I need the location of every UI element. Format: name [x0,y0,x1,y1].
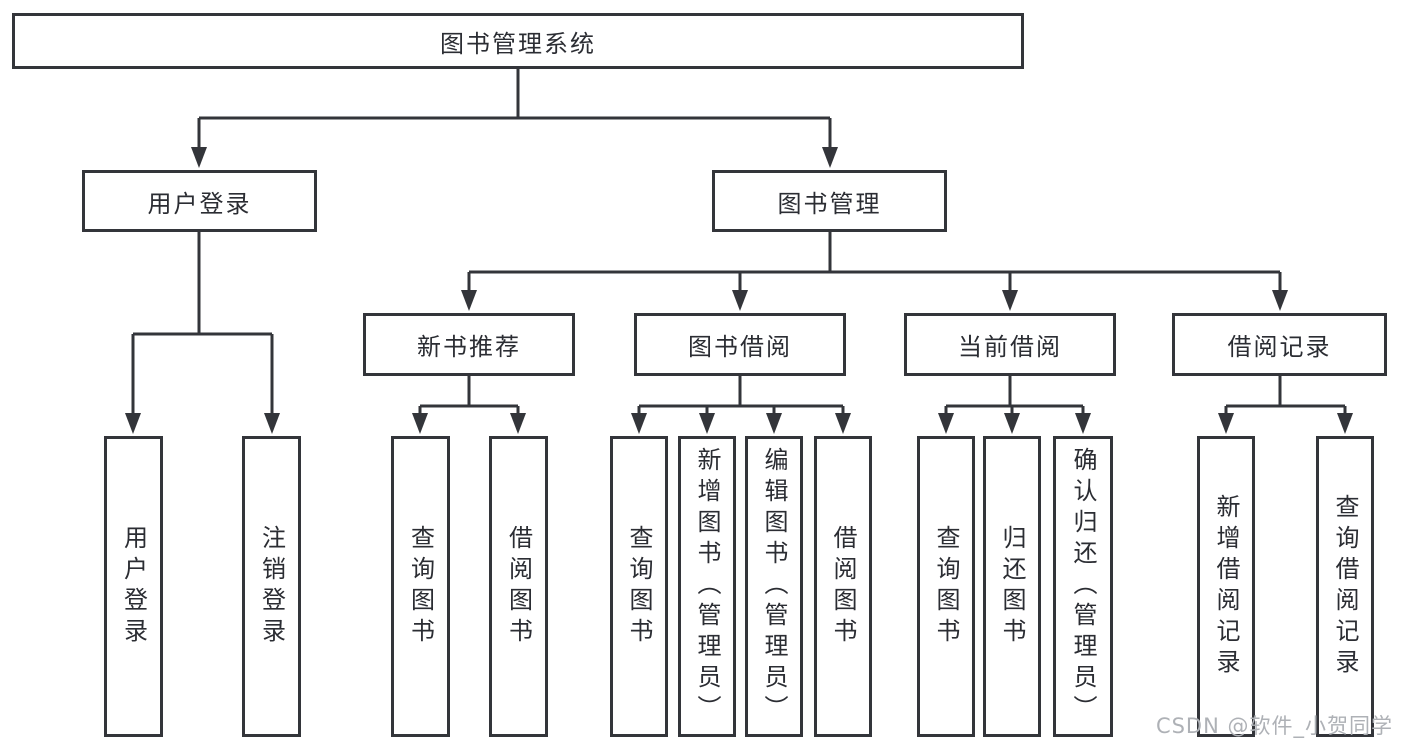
leaf-user-login: 用户登录 [104,436,163,737]
arrowhead [732,290,748,311]
arrowhead [1002,290,1018,311]
arrowhead [1218,413,1234,434]
leaf-logout: 注销登录 [242,436,301,737]
node-book-management: 图书管理 [712,170,947,232]
arrowhead [461,290,477,311]
leaf-query-books-borrow-label: 查询图书 [625,524,653,649]
leaf-query-books-current: 查询图书 [917,436,975,737]
leaf-user-login-label: 用户登录 [119,524,148,649]
arrowhead [1075,413,1091,434]
arrowhead [631,413,647,434]
node-book-borrow: 图书借阅 [634,313,846,376]
leaf-query-borrow-record: 查询借阅记录 [1316,436,1374,737]
arrowhead [264,413,280,434]
arrowhead [510,413,526,434]
leaf-borrow-books-recommend-label: 借阅图书 [504,524,533,649]
node-borrow-record: 借阅记录 [1172,313,1387,376]
node-root-library-system: 图书管理系统 [12,13,1024,69]
leaf-return-book: 归还图书 [983,436,1041,737]
leaf-borrow-books-recommend: 借阅图书 [489,436,548,737]
arrowhead [766,413,782,434]
leaf-edit-book-admin-label: 编辑图书（管理员） [760,447,788,726]
arrowhead [412,413,428,434]
leaf-query-books-recommend-label: 查询图书 [406,524,435,649]
leaf-query-books-recommend: 查询图书 [391,436,450,737]
leaf-query-borrow-record-label: 查询借阅记录 [1331,493,1359,680]
csdn-watermark: CSDN @软件_小贺同学 [1155,714,1393,738]
node-user-login: 用户登录 [82,170,317,232]
arrowhead [699,413,715,434]
arrowhead [835,413,851,434]
arrowhead [1272,290,1288,311]
node-new-book-recommend-label: 新书推荐 [417,333,521,361]
leaf-add-book-admin-label: 新增图书（管理员） [693,447,721,726]
leaf-add-borrow-record-label: 新增借阅记录 [1212,493,1240,680]
leaf-borrow-book: 借阅图书 [814,436,872,737]
arrowhead [938,413,954,434]
arrowhead [1004,413,1020,434]
node-book-borrow-label: 图书借阅 [688,333,792,361]
arrowhead [191,147,207,168]
leaf-return-book-label: 归还图书 [998,524,1026,649]
leaf-query-books-borrow: 查询图书 [610,436,668,737]
leaf-confirm-return-admin-label: 确认归还（管理员） [1069,447,1097,726]
arrowhead [125,413,141,434]
leaf-logout-label: 注销登录 [257,524,286,649]
arrowhead [1337,413,1353,434]
node-new-book-recommend: 新书推荐 [363,313,575,376]
node-borrow-record-label: 借阅记录 [1227,333,1332,361]
leaf-add-book-admin: 新增图书（管理员） [678,436,736,737]
leaf-borrow-book-label: 借阅图书 [829,524,857,649]
leaf-query-books-current-label: 查询图书 [932,524,960,649]
leaf-confirm-return-admin: 确认归还（管理员） [1053,436,1113,737]
node-book-management-label: 图书管理 [777,189,882,218]
arrowhead [822,147,838,168]
node-user-login-label: 用户登录 [147,189,252,218]
leaf-edit-book-admin: 编辑图书（管理员） [745,436,803,737]
node-current-borrow-label: 当前借阅 [958,333,1062,361]
leaf-add-borrow-record: 新增借阅记录 [1197,436,1255,737]
node-root-label: 图书管理系统 [440,29,596,58]
node-current-borrow: 当前借阅 [904,313,1116,376]
